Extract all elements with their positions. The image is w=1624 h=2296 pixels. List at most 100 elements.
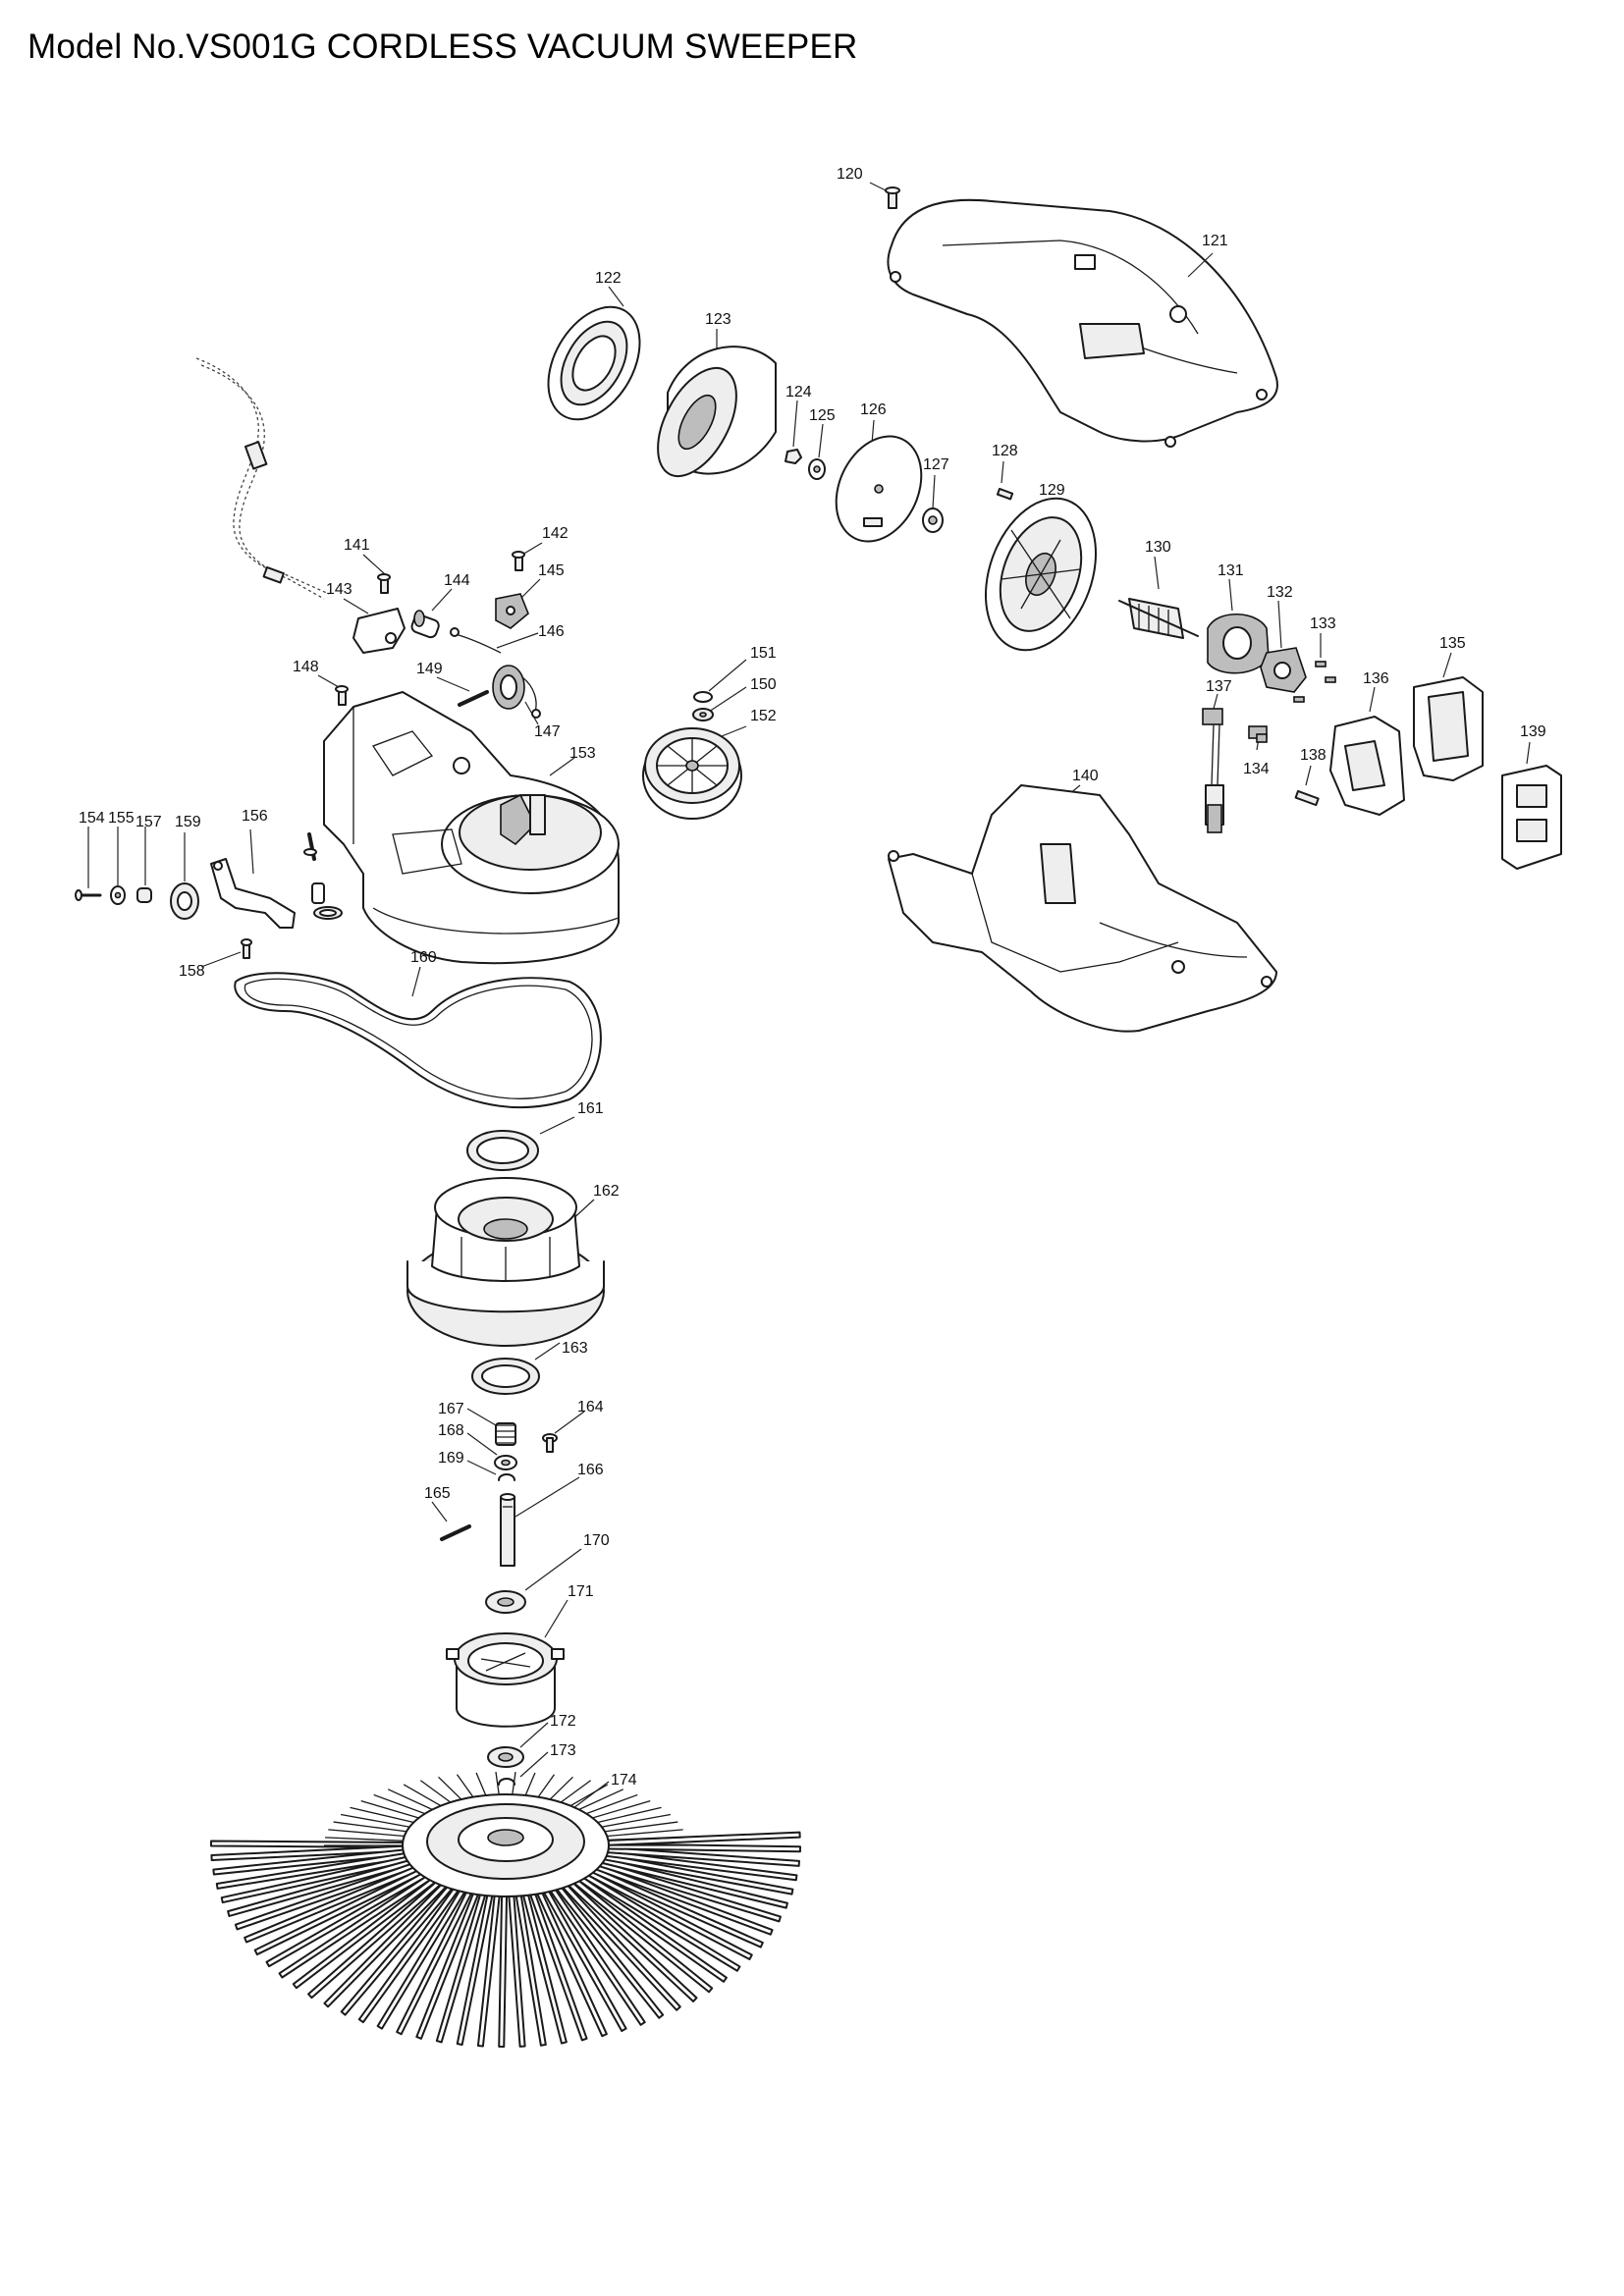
callout-173: 173	[550, 1742, 576, 1759]
callout-143: 143	[326, 581, 352, 598]
callout-161: 161	[577, 1100, 604, 1117]
brush-bristle	[325, 1837, 413, 1842]
callout-135: 135	[1439, 635, 1466, 652]
callout-145: 145	[538, 562, 565, 579]
part-134-carbon-brush	[1248, 725, 1268, 751]
callout-140: 140	[1072, 768, 1099, 784]
brush-bristle	[593, 1821, 678, 1834]
callout-166: 166	[577, 1462, 604, 1478]
part-170-bearing	[485, 1548, 582, 1614]
callout-144: 144	[444, 572, 470, 589]
page-title: Model No.VS001G CORDLESS VACUUM SWEEPER	[27, 27, 858, 66]
part-172-bearing	[487, 1722, 549, 1768]
part-132-baffle-plate	[1260, 600, 1307, 693]
callout-labels: 120 121 122 123 124 125 126 127 128 129 …	[79, 166, 1546, 1789]
callout-157: 157	[135, 814, 162, 830]
brush-bristle	[328, 1829, 415, 1839]
callout-165: 165	[424, 1485, 451, 1502]
callout-158: 158	[179, 963, 205, 980]
callout-133: 133	[1310, 615, 1336, 632]
part-125-washer	[808, 423, 826, 480]
callout-122: 122	[595, 270, 622, 287]
power-cord	[195, 357, 330, 600]
part-127-washer	[922, 474, 944, 533]
part-139-cover	[1501, 741, 1562, 870]
part-131-field	[1207, 578, 1270, 674]
part-143-bracket	[343, 598, 406, 654]
callout-123: 123	[705, 311, 731, 328]
callout-154: 154	[79, 810, 105, 827]
callout-148: 148	[293, 659, 319, 675]
part-164-screw	[542, 1411, 585, 1453]
part-150-washer	[692, 686, 747, 721]
part-158-screw	[200, 938, 252, 968]
part-155-washer	[110, 827, 126, 905]
part-144-sleeve	[410, 588, 453, 639]
part-120-screw	[869, 182, 900, 209]
part-140-lower-housing	[888, 784, 1277, 1033]
part-136-brush-holder	[1329, 686, 1405, 816]
callout-162: 162	[593, 1183, 620, 1200]
callout-130: 130	[1145, 539, 1171, 556]
part-171-hub	[446, 1599, 568, 1728]
part-159-bearing	[170, 832, 199, 920]
brush-bristle	[590, 1813, 672, 1830]
callout-149: 149	[416, 661, 443, 677]
part-146-lead	[450, 627, 539, 654]
part-153-main-body	[323, 691, 620, 965]
brush-hub-bore	[487, 1829, 524, 1846]
callout-167: 167	[438, 1401, 464, 1417]
callout-138: 138	[1300, 747, 1326, 764]
part-145-terminal	[495, 578, 541, 629]
part-135-motor-housing	[1413, 652, 1484, 781]
part-149-pin	[436, 676, 489, 707]
part-165-pin	[431, 1501, 471, 1541]
callout-160: 160	[410, 949, 437, 966]
part-167-spring	[466, 1408, 516, 1446]
part-162-gear-case	[406, 1177, 605, 1347]
callout-139: 139	[1520, 723, 1546, 740]
part-128-screw	[996, 460, 1014, 501]
callout-136: 136	[1363, 670, 1389, 687]
callout-152: 152	[750, 708, 777, 724]
callout-146: 146	[538, 623, 565, 640]
part-157-collar	[136, 827, 152, 903]
part-169-e-ring	[466, 1460, 515, 1481]
callout-142: 142	[542, 525, 568, 542]
callout-125: 125	[809, 407, 836, 424]
part-141-screw	[362, 554, 391, 594]
brush-bristle	[598, 1837, 686, 1842]
brush-bristle	[596, 1829, 683, 1839]
brush-bristle	[498, 1888, 509, 2049]
part-138-screw	[1294, 765, 1320, 807]
callout-121: 121	[1202, 233, 1228, 249]
callout-147: 147	[534, 723, 561, 740]
part-124-nut	[785, 400, 802, 464]
part-152-wheel	[642, 725, 747, 820]
callout-151: 151	[750, 645, 777, 662]
callout-150: 150	[750, 676, 777, 693]
callout-153: 153	[569, 745, 596, 762]
part-147-pulley	[492, 665, 541, 725]
callout-134: 134	[1243, 761, 1270, 777]
part-156b-pins	[303, 832, 343, 920]
callout-171: 171	[568, 1583, 594, 1600]
callout-164: 164	[577, 1399, 604, 1415]
callout-128: 128	[992, 443, 1018, 459]
callout-172: 172	[550, 1713, 576, 1730]
callout-174: 174	[611, 1772, 637, 1789]
part-129-fan	[984, 497, 1098, 652]
part-137-lead-wire	[1202, 693, 1224, 833]
callout-155: 155	[108, 810, 135, 827]
part-122-filter-ring	[547, 286, 641, 421]
callout-170: 170	[583, 1532, 610, 1549]
callout-156: 156	[242, 808, 268, 825]
callout-120: 120	[837, 166, 863, 183]
part-121-upper-housing	[887, 198, 1278, 448]
part-133-screw	[1293, 633, 1336, 703]
callout-126: 126	[860, 401, 887, 418]
part-168-washer	[466, 1432, 517, 1470]
callout-129: 129	[1039, 482, 1065, 499]
brush-bristle	[333, 1821, 418, 1834]
part-174-side-brush	[209, 1772, 801, 2049]
